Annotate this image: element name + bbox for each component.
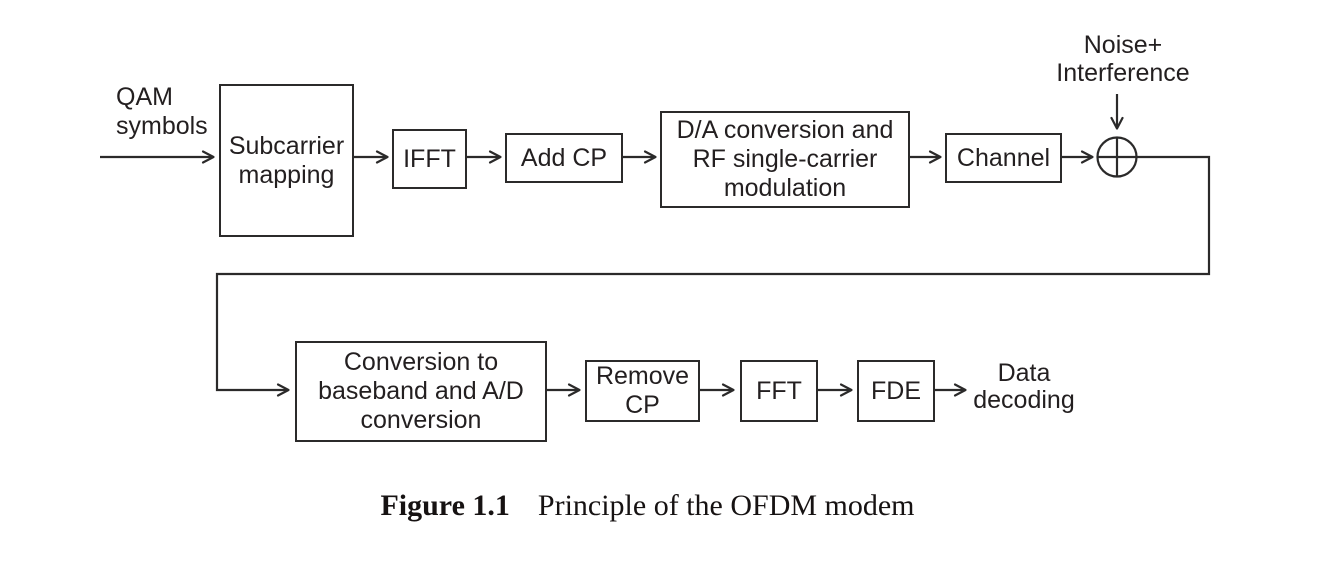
block-fde: FDE — [857, 360, 935, 422]
figure-caption-number: Figure 1.1 — [380, 489, 510, 522]
block-fft: FFT — [740, 360, 818, 422]
block-da-conversion-rf-modulation: D/A conversion and RF single-carrier mod… — [660, 111, 910, 208]
figure-caption-text: Principle of the OFDM modem — [537, 489, 915, 522]
block-add-cp: Add CP — [505, 133, 623, 183]
input-label-qam-symbols: QAM symbols — [116, 83, 208, 140]
noise-interference-label: Noise+ Interference — [1056, 31, 1190, 87]
plus-circle-icon — [1096, 136, 1138, 178]
output-label-data-decoding: Data decoding — [973, 359, 1075, 414]
wire-adder-to-baseband — [215, 155, 1211, 397]
block-subcarrier-mapping: Subcarrier mapping — [219, 84, 354, 237]
block-ifft: IFFT — [392, 129, 467, 189]
block-channel: Channel — [945, 133, 1062, 183]
block-baseband-ad-conversion: Conversion to baseband and A/D conversio… — [295, 341, 547, 442]
figure-caption: Figure 1.1 Principle of the OFDM modem — [0, 489, 1339, 523]
block-remove-cp: Remove CP — [585, 360, 700, 422]
